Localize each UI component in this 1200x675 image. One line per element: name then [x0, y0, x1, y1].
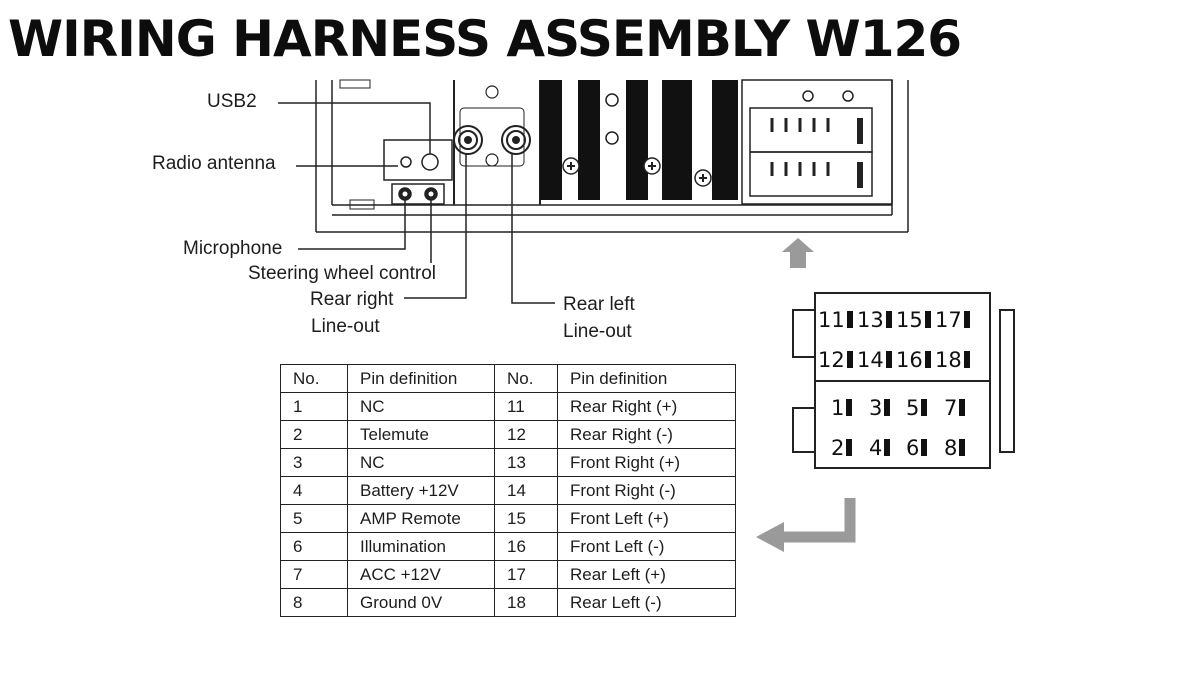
pin-definition: Front Right (-) [557, 476, 736, 505]
pin-number: 1 [280, 392, 348, 421]
heat-sink [540, 80, 738, 200]
connector-pin: 3 [869, 396, 891, 420]
table-row: 1 NC 11 Rear Right (+) [280, 392, 736, 421]
pin-definition: Rear Right (-) [557, 420, 736, 449]
pin-number: 7 [280, 560, 348, 589]
table-row: 4 Battery +12V 14 Front Right (-) [280, 476, 736, 505]
rear-left-lineout-label: Line-out [563, 321, 632, 342]
return-arrow [780, 498, 856, 543]
header-no: No. [280, 364, 348, 393]
pin-definition: Rear Left (+) [557, 560, 736, 589]
connector-pin: 18 [935, 348, 970, 372]
table-row: 6 Illumination 16 Front Left (-) [280, 532, 736, 561]
pin-definition: ACC +12V [347, 560, 495, 589]
header-pin-definition: Pin definition [557, 364, 736, 393]
connector-pin: 15 [896, 308, 931, 332]
pin-number: 3 [280, 448, 348, 477]
connector-pin: 6 [906, 436, 928, 460]
pin-number: 2 [280, 420, 348, 449]
pin-definition-table: No. Pin definition No. Pin definition 1 … [280, 364, 736, 617]
connector-pin: 5 [906, 396, 928, 420]
steering-wheel-control-label: Steering wheel control [248, 263, 436, 284]
antenna-usb-block [349, 139, 453, 210]
rear-left-label: Rear left [563, 294, 635, 315]
pin-number: 4 [280, 476, 348, 505]
connector-pin: 8 [944, 436, 966, 460]
pin-definition: Illumination [347, 532, 495, 561]
rca-jacks [453, 80, 541, 205]
pin-number: 12 [494, 420, 558, 449]
pin-number: 11 [494, 392, 558, 421]
rear-right-label: Rear right [310, 289, 394, 310]
iso-plug-outline [792, 292, 1015, 469]
pin-definition: NC [347, 392, 495, 421]
head-unit-body [315, 79, 909, 233]
connector-pin: 4 [869, 436, 891, 460]
table-header-row: No. Pin definition No. Pin definition [280, 364, 736, 393]
iso-socket [741, 79, 893, 205]
pin-definition: NC [347, 448, 495, 477]
pin-definition: AMP Remote [347, 504, 495, 533]
up-arrow [782, 238, 814, 268]
pin-number: 14 [494, 476, 558, 505]
pin-definition: Rear Right (+) [557, 392, 736, 421]
pin-definition: Front Left (+) [557, 504, 736, 533]
pin-number: 15 [494, 504, 558, 533]
return-arrowhead [756, 522, 784, 552]
connector-pin: 16 [896, 348, 931, 372]
table-row: 3 NC 13 Front Right (+) [280, 448, 736, 477]
radio-antenna-label: Radio antenna [152, 153, 276, 174]
pin-definition: Telemute [347, 420, 495, 449]
pin-number: 18 [494, 588, 558, 617]
pin-number: 6 [280, 532, 348, 561]
header-pin-definition: Pin definition [347, 364, 495, 393]
pin-number: 5 [280, 504, 348, 533]
screws [562, 93, 712, 187]
table-row: 8 Ground 0V 18 Rear Left (-) [280, 588, 736, 617]
pin-number: 13 [494, 448, 558, 477]
table-row: 2 Telemute 12 Rear Right (-) [280, 420, 736, 449]
leader-lines [278, 102, 555, 304]
connector-pin: 13 [857, 308, 892, 332]
pin-number: 16 [494, 532, 558, 561]
connector-pin: 7 [944, 396, 966, 420]
connector-pin: 1 [831, 396, 853, 420]
table-row: 7 ACC +12V 17 Rear Left (+) [280, 560, 736, 589]
usb2-label: USB2 [207, 91, 257, 112]
page-title: WIRING HARNESS ASSEMBLY W126 [8, 10, 962, 68]
connector-pin: 11 [818, 308, 853, 332]
connector-pin: 17 [935, 308, 970, 332]
microphone-label: Microphone [183, 238, 283, 259]
pin-number: 8 [280, 588, 348, 617]
table-row: 5 AMP Remote 15 Front Left (+) [280, 504, 736, 533]
connector-pin: 2 [831, 436, 853, 460]
connector-pin: 14 [857, 348, 892, 372]
pin-definition: Ground 0V [347, 588, 495, 617]
header-no: No. [494, 364, 558, 393]
rear-right-lineout-label: Line-out [311, 316, 380, 337]
pin-definition: Rear Left (-) [557, 588, 736, 617]
pin-definition: Battery +12V [347, 476, 495, 505]
connector-pin: 12 [818, 348, 853, 372]
pin-definition: Front Left (-) [557, 532, 736, 561]
pin-number: 17 [494, 560, 558, 589]
pin-definition: Front Right (+) [557, 448, 736, 477]
